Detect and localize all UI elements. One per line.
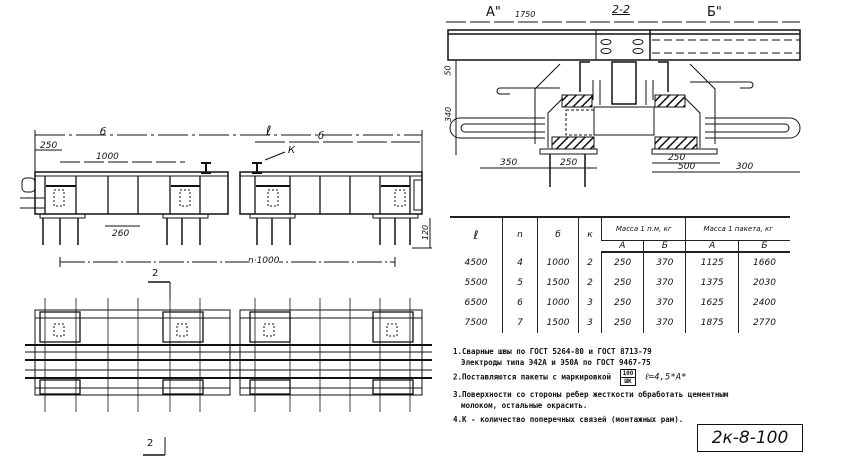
note-1b: Электроды типа Э42А и Э50А по ГОСТ 9467-… — [461, 358, 651, 367]
cell: 4 — [502, 252, 538, 273]
dim-b-left: б — [100, 127, 107, 138]
dim-340: 340 — [444, 106, 454, 123]
cell: 1000 — [537, 293, 579, 313]
cell: 2 — [578, 252, 602, 273]
dim-260: 260 — [112, 229, 130, 239]
header-b: б — [537, 217, 579, 252]
dim-50: 50 — [443, 65, 453, 76]
header-l: ℓ — [473, 228, 479, 242]
dim-250-right: 250 — [668, 153, 686, 163]
label-k: К — [288, 145, 296, 156]
cell: 1000 — [537, 252, 579, 273]
label-a: A" — [486, 5, 501, 20]
note-3b: молоком, остальные окрасить. — [461, 401, 588, 410]
dim-500: 500 — [678, 162, 696, 172]
dim-n-1000: n·1000 — [248, 256, 280, 266]
note-1a: 1.Сварные швы по ГОСТ 5264-80 и ГОСТ 871… — [453, 347, 652, 356]
spec-table: ℓ n б к Масса 1 п.м, кг Масса 1 пакета, … — [450, 216, 790, 333]
dim-side: 120 — [421, 224, 431, 241]
dim-1000: 1000 — [96, 152, 119, 162]
cell: 370 — [643, 293, 686, 313]
dim-300: 300 — [736, 162, 754, 172]
note-2-formula: ℓ=4,5*А* — [644, 372, 687, 383]
dim-total-length: ℓ — [266, 124, 272, 139]
cell: 6 — [502, 293, 538, 313]
note-4: 4.К - количество поперечных связей (монт… — [453, 415, 684, 424]
label-b: Б" — [707, 5, 722, 20]
cell: 370 — [643, 313, 686, 333]
section-2-2-view — [446, 21, 801, 187]
section-mark-bottom: 2 — [147, 438, 154, 449]
marking-bottom: ШК — [620, 377, 636, 385]
cell: 5500 — [464, 278, 488, 288]
cell: 2 — [578, 273, 602, 293]
note-2: 2.Поставляются пакеты с маркировкой — [453, 372, 612, 382]
cell: 1125 — [685, 252, 739, 273]
section-mark-top: 2 — [152, 268, 159, 279]
cell: 1375 — [685, 273, 739, 293]
header-mass-per-m: Масса 1 п.м, кг — [600, 217, 686, 241]
cell: 250 — [600, 273, 644, 293]
section-title: 2-2 — [612, 3, 630, 16]
cell: 1875 — [685, 313, 739, 333]
cell: 250 — [600, 293, 644, 313]
note-3a: 3.Поверхности со стороны ребер жесткости… — [453, 390, 729, 399]
header-n: n — [502, 217, 538, 252]
cell: 370 — [643, 252, 686, 273]
header-k: к — [578, 217, 602, 252]
header-mass-p-b: Б — [737, 240, 790, 253]
notes: 1.Сварные швы по ГОСТ 5264-80 и ГОСТ 871… — [453, 346, 728, 425]
header-mass-p-a: А — [685, 240, 739, 253]
cell: 7 — [502, 313, 538, 333]
cell: 3 — [578, 293, 602, 313]
cell: 3 — [578, 313, 602, 333]
cell: 4500 — [464, 257, 488, 268]
header-mass-m-b: Б — [643, 240, 686, 253]
cell: 2770 — [737, 313, 790, 333]
dim-1750: 1750 — [515, 10, 536, 19]
dim-b-right: б — [318, 131, 325, 142]
elevation-view — [20, 130, 432, 267]
cell: 7500 — [464, 318, 488, 328]
header-mass-per-pack: Масса 1 пакета, кг — [685, 217, 790, 241]
cell: 6500 — [464, 298, 488, 308]
cell: 2030 — [737, 273, 790, 293]
cell: 2400 — [737, 293, 790, 313]
cell: 5 — [502, 273, 538, 293]
cell: 1660 — [737, 252, 790, 273]
dim-350: 350 — [500, 158, 518, 168]
cell: 1625 — [685, 293, 739, 313]
cell: 1500 — [537, 313, 579, 333]
header-mass-m-a: А — [601, 240, 644, 253]
drawing-number-stamp: 2к-8-100 — [697, 424, 803, 452]
dim-250: 250 — [40, 141, 58, 151]
marking-top: 100 — [622, 370, 634, 377]
cell: 250 — [600, 252, 644, 273]
plan-view — [25, 281, 432, 456]
cell: 250 — [600, 313, 644, 333]
dim-250-left: 250 — [560, 158, 578, 168]
cell: 370 — [643, 273, 686, 293]
cell: 1500 — [537, 273, 579, 293]
